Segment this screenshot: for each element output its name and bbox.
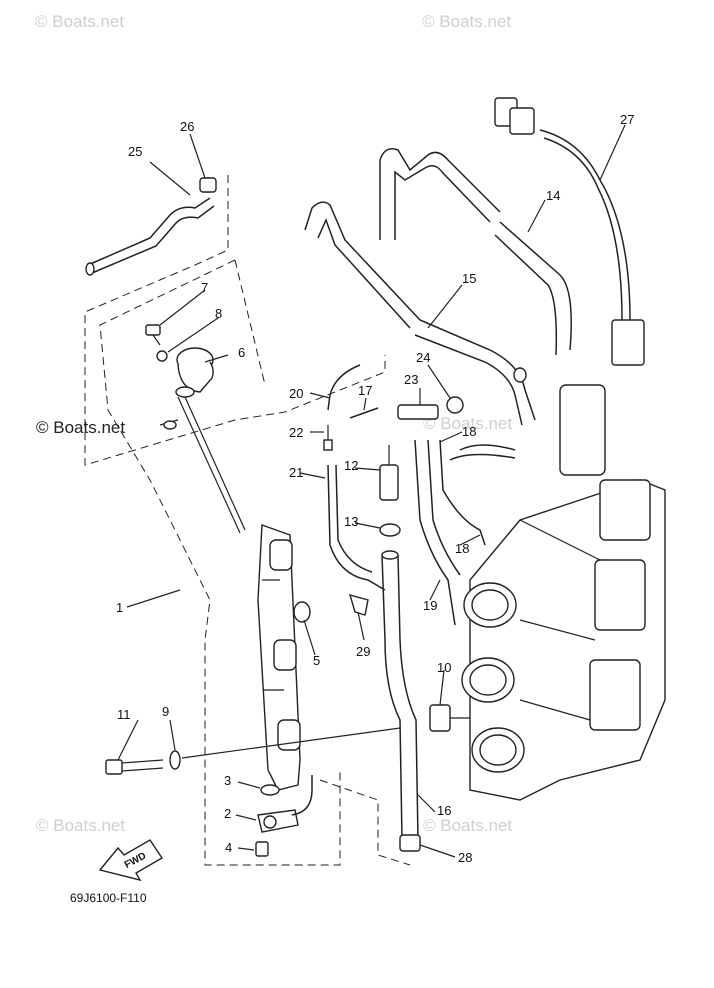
callout-18b: 18 [455,541,469,556]
part-7-screw [145,324,161,346]
watermark-bottom-left: © Boats.net [36,816,126,835]
callout-25: 25 [128,144,142,159]
part-13-clamp [379,523,401,537]
part-10-sensor [429,704,470,732]
part-18-hose [414,439,516,626]
part-22-fitting [323,425,333,451]
part-9-washer [169,750,181,770]
part-12-filter [379,445,399,501]
part-24-clamp [446,396,464,414]
callout-19: 19 [423,598,437,613]
callout-28: 28 [458,850,472,865]
part-20-elbow [327,364,361,411]
part-17-hose [349,407,379,419]
part-27-harness [494,97,645,366]
part-28-clamp [399,834,421,852]
callout-22: 22 [289,425,303,440]
part-14-hose [379,148,572,356]
callout-18a: 18 [462,424,476,439]
callout-24: 24 [416,350,430,365]
diagram-code: 69J6100-F110 [70,891,147,905]
callout-21: 21 [289,465,303,480]
callout-16: 16 [437,803,451,818]
callout-2: 2 [224,806,231,821]
part-11-bolt [105,759,164,775]
callout-8: 8 [215,306,222,321]
watermark-top-left: © Boats.net [35,12,125,31]
part-16-hose [381,550,419,841]
callout-12: 12 [344,458,358,473]
callout-29: 29 [356,644,370,659]
callout-13: 13 [344,514,358,529]
part-6-pressure-regulator [175,347,246,534]
dashed-assembly-outlines [84,175,411,866]
watermark-mid-right: © Boats.net [423,414,513,433]
part-29-clip [348,593,369,616]
callout-5: 5 [313,653,320,668]
part-5-fuel-rail [257,524,311,791]
callout-14: 14 [546,188,560,203]
callout-7: 7 [201,280,208,295]
callout-15: 15 [462,271,476,286]
part-3-o-ring [260,784,280,796]
callout-6: 6 [238,345,245,360]
part-8-o-ring [156,350,168,362]
callout-labels: 1 2 3 4 5 6 7 8 9 10 11 12 13 14 15 16 1… [116,112,634,865]
part-4-screw [255,841,269,857]
fwd-arrow-icon: FWD [98,839,163,882]
callout-17: 17 [358,383,372,398]
callout-4: 4 [225,840,232,855]
callout-26: 26 [180,119,194,134]
watermark-top-right: © Boats.net [422,12,512,31]
watermark-middle-left: © Boats.net [36,418,126,437]
leader-lines [117,124,626,858]
part-15-hose [304,201,536,426]
callout-9: 9 [162,704,169,719]
callout-27: 27 [620,112,634,127]
part-2-fitting [257,775,313,833]
throttle-body-assembly [461,384,666,801]
callout-3: 3 [224,773,231,788]
callout-10: 10 [437,660,451,675]
callout-20: 20 [289,386,303,401]
watermark-bottom-right: © Boats.net [423,816,513,835]
part-21-hose [327,464,386,591]
part-26-clamp [199,177,217,193]
callout-23: 23 [404,372,418,387]
part-25-hose [85,197,215,276]
part-23-joint [397,404,439,420]
callout-1: 1 [116,600,123,615]
callout-11: 11 [117,707,131,722]
